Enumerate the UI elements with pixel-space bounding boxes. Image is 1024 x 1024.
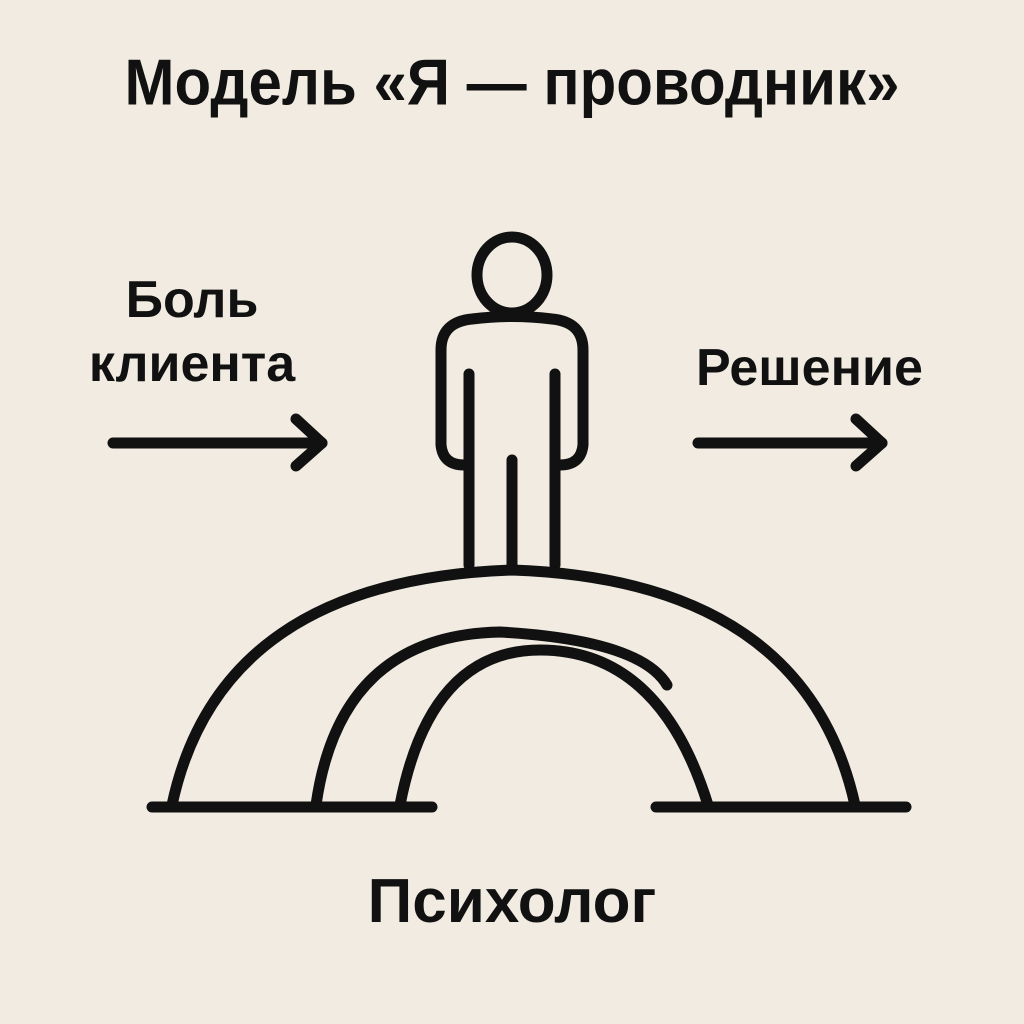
psychologist-label: Психолог xyxy=(367,867,657,936)
solution-label: Решение xyxy=(696,339,923,397)
client-pain-label: Боль клиента xyxy=(62,268,322,396)
diagram-title: Модель «Я — проводник» xyxy=(124,46,900,119)
bridge-icon xyxy=(146,564,912,813)
arrow-right-icon xyxy=(107,413,328,472)
client-pain-line1: Боль xyxy=(125,271,259,329)
client-pain-line2: клиента xyxy=(88,335,296,393)
arrow-right-icon xyxy=(692,413,888,472)
person-icon xyxy=(435,231,589,571)
